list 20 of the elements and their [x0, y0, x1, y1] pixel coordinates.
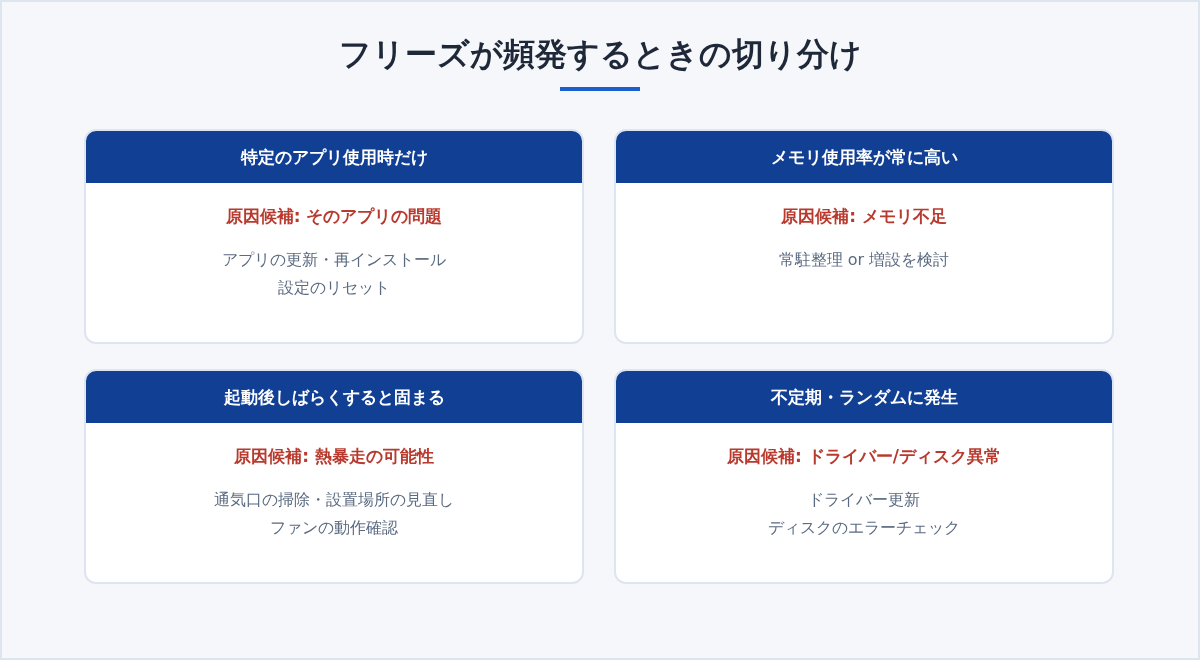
body-text: ファンの動作確認: [270, 517, 398, 539]
body-text: アプリの更新・再インストール: [222, 249, 446, 271]
title: フリーズが頻発するときの切り分け: [337, 34, 863, 75]
card-header: 不定期・ランダムに発生: [616, 371, 1112, 423]
card: [614, 129, 1114, 344]
card: [84, 369, 584, 584]
card-header: 起動後しばらくすると固まる: [86, 371, 582, 423]
body-text: ドライバー更新: [808, 489, 920, 511]
card-header: メモリ使用率が常に高い: [616, 131, 1112, 183]
card-header: 特定のアプリ使用時だけ: [86, 131, 582, 183]
cause-text: 原因候補: 熱暴走の可能性: [234, 445, 434, 468]
card: [84, 129, 584, 344]
body-text: ディスクのエラーチェック: [768, 517, 960, 539]
body-text: 通気口の掃除・設置場所の見直し: [214, 489, 454, 511]
card: [614, 369, 1114, 584]
body-text: 常駐整理 or 増設を検討: [778, 249, 950, 271]
body-text: 設定のリセット: [278, 277, 390, 299]
cause-text: 原因候補: メモリ不足: [781, 205, 947, 228]
cause-text: 原因候補: ドライバー/ディスク異常: [727, 445, 1001, 468]
cause-text: 原因候補: そのアプリの問題: [225, 205, 443, 228]
